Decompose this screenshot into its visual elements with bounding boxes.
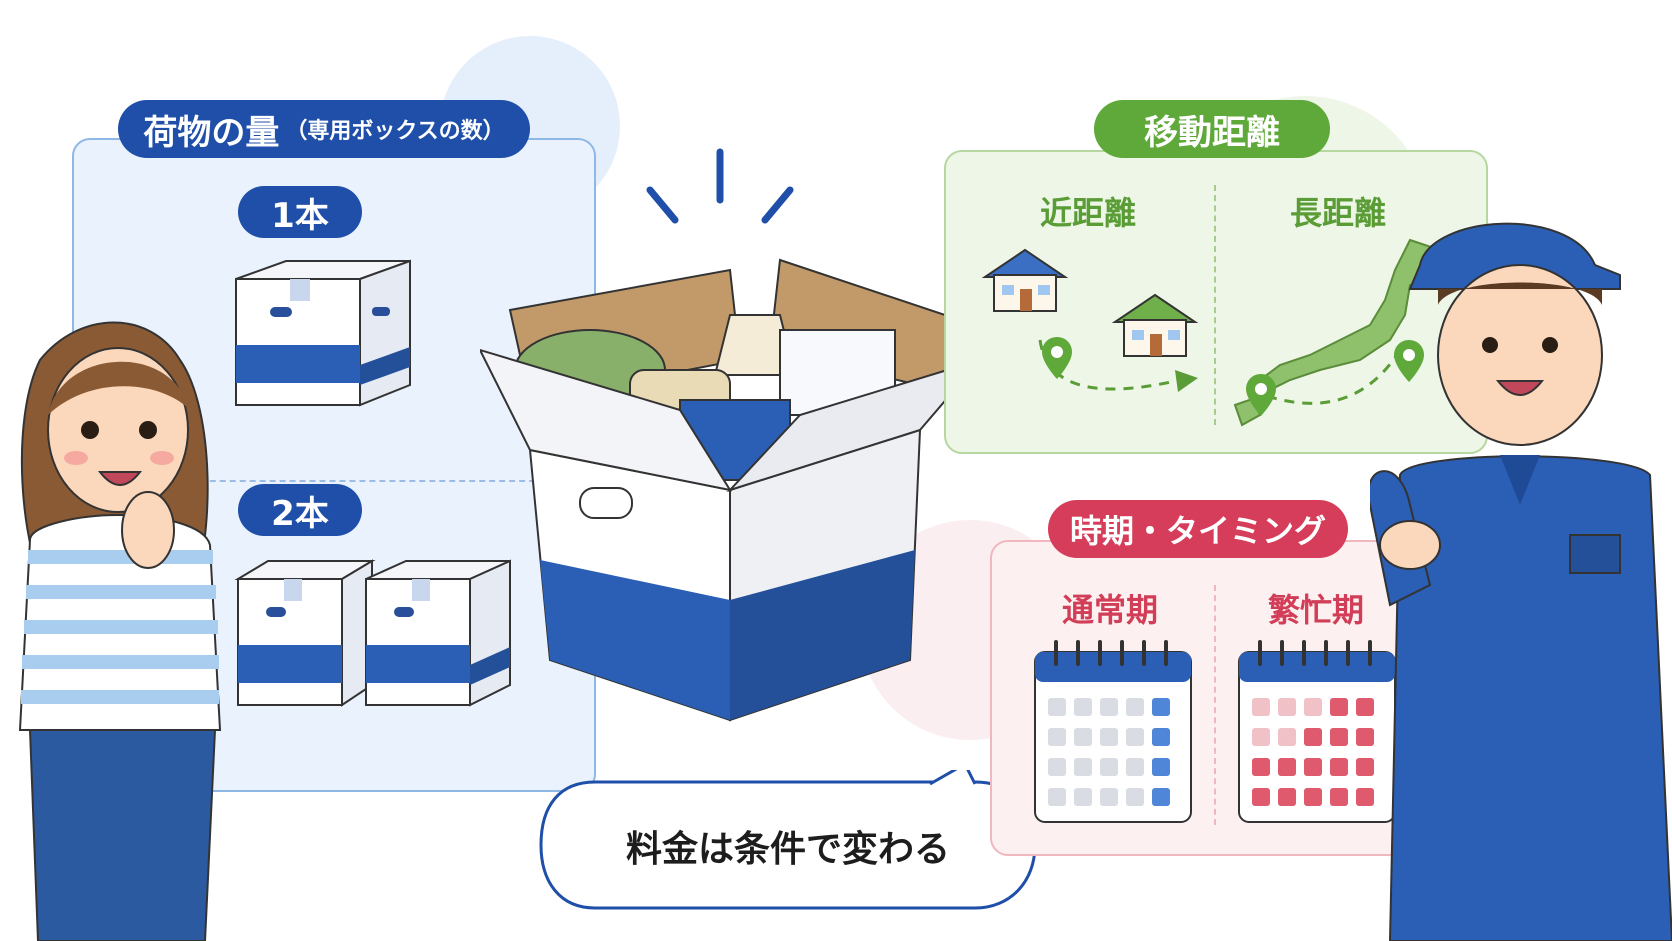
route-near bbox=[1038, 339, 1198, 392]
distance-title: 移動距離 bbox=[1144, 112, 1280, 153]
mover-character bbox=[1370, 222, 1672, 941]
timing-title: 時期・タイミング bbox=[1069, 512, 1326, 550]
bubble-text: 料金は条件で変わる bbox=[625, 829, 950, 870]
option-two-label: 2本 bbox=[271, 493, 329, 534]
option-one-pill: 1本 bbox=[238, 186, 362, 238]
busy-season-label: 繁忙期 bbox=[1268, 591, 1365, 629]
distance-title-pill: 移動距離 bbox=[1094, 100, 1330, 158]
calendar-icon bbox=[1034, 640, 1192, 823]
map-pin-icon bbox=[1246, 374, 1276, 416]
timing-divider bbox=[1214, 585, 1216, 825]
box-icon bbox=[365, 559, 511, 707]
open-moving-box bbox=[480, 258, 983, 722]
box-icon bbox=[235, 259, 411, 407]
woman-character bbox=[18, 321, 222, 941]
distance-divider bbox=[1214, 185, 1216, 425]
burst-lines bbox=[646, 148, 794, 224]
far-label: 長距離 bbox=[1290, 194, 1387, 232]
volume-divider bbox=[90, 480, 575, 482]
option-one-label: 1本 bbox=[271, 195, 329, 236]
option-two-pill: 2本 bbox=[238, 484, 362, 536]
map-pin-icon bbox=[1042, 337, 1072, 379]
timing-title-pill: 時期・タイミング bbox=[1048, 500, 1348, 558]
house-icon bbox=[1111, 293, 1199, 357]
normal-season-label: 通常期 bbox=[1062, 591, 1159, 629]
map-pin-icon bbox=[1394, 340, 1424, 382]
volume-subtitle: （専用ボックスの数） bbox=[285, 119, 505, 144]
box-icon bbox=[234, 559, 376, 707]
volume-title: 荷物の量 bbox=[143, 112, 280, 153]
house-icon bbox=[981, 248, 1069, 312]
near-label: 近距離 bbox=[1040, 194, 1137, 232]
volume-title-pill: 荷物の量 （専用ボックスの数） bbox=[118, 100, 530, 158]
